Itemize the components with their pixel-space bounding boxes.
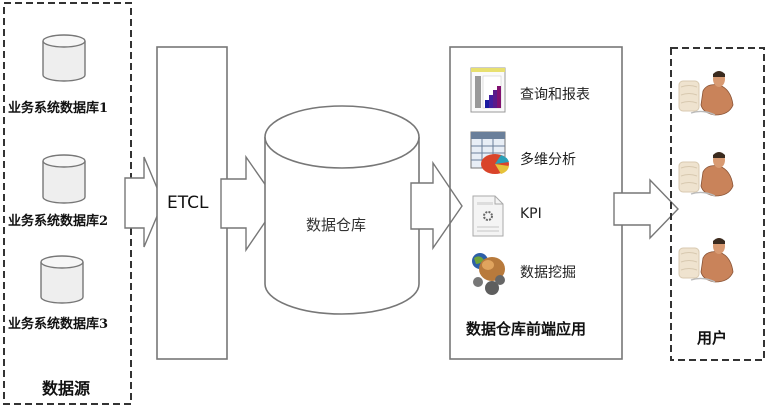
frontend-title: 数据仓库前端应用 <box>466 320 587 338</box>
users-title: 用户 <box>697 329 728 347</box>
database-label-2: 业务系统数据库2 <box>8 214 109 229</box>
arrow-warehouse-to-frontend <box>410 160 463 251</box>
data-sources-title: 数据源 <box>42 379 91 398</box>
database-label-1: 业务系统数据库1 <box>8 101 109 116</box>
arrow-etcl-to-warehouse <box>220 154 279 253</box>
database-label-3: 业务系统数据库3 <box>8 317 109 332</box>
warehouse-label: 数据仓库 <box>306 216 367 234</box>
arrow-frontend-to-users <box>613 178 679 240</box>
etcl-box <box>156 46 228 360</box>
user-icon-1 <box>678 71 734 116</box>
user-icon-2 <box>678 152 734 197</box>
database-icon-1 <box>42 34 86 82</box>
database-icon-2 <box>42 154 86 204</box>
pivot-table-pie-icon <box>470 131 509 174</box>
frontend-item-data-mining: 数据挖掘 <box>520 265 576 281</box>
warehouse-cylinder <box>264 105 420 315</box>
user-icon-3 <box>678 238 734 283</box>
report-chart-icon <box>470 67 506 113</box>
kpi-document-icon <box>472 195 504 237</box>
users-container <box>670 47 765 361</box>
database-icon-3 <box>40 255 84 304</box>
arrow-sources-to-etcl <box>124 156 164 248</box>
frontend-item-olap: 多维分析 <box>520 152 576 168</box>
frontend-item-kpi: KPI <box>520 206 542 222</box>
data-mining-icon <box>472 253 505 295</box>
etcl-label: ETCL <box>167 193 209 213</box>
frontend-item-query-report: 查询和报表 <box>520 87 590 103</box>
